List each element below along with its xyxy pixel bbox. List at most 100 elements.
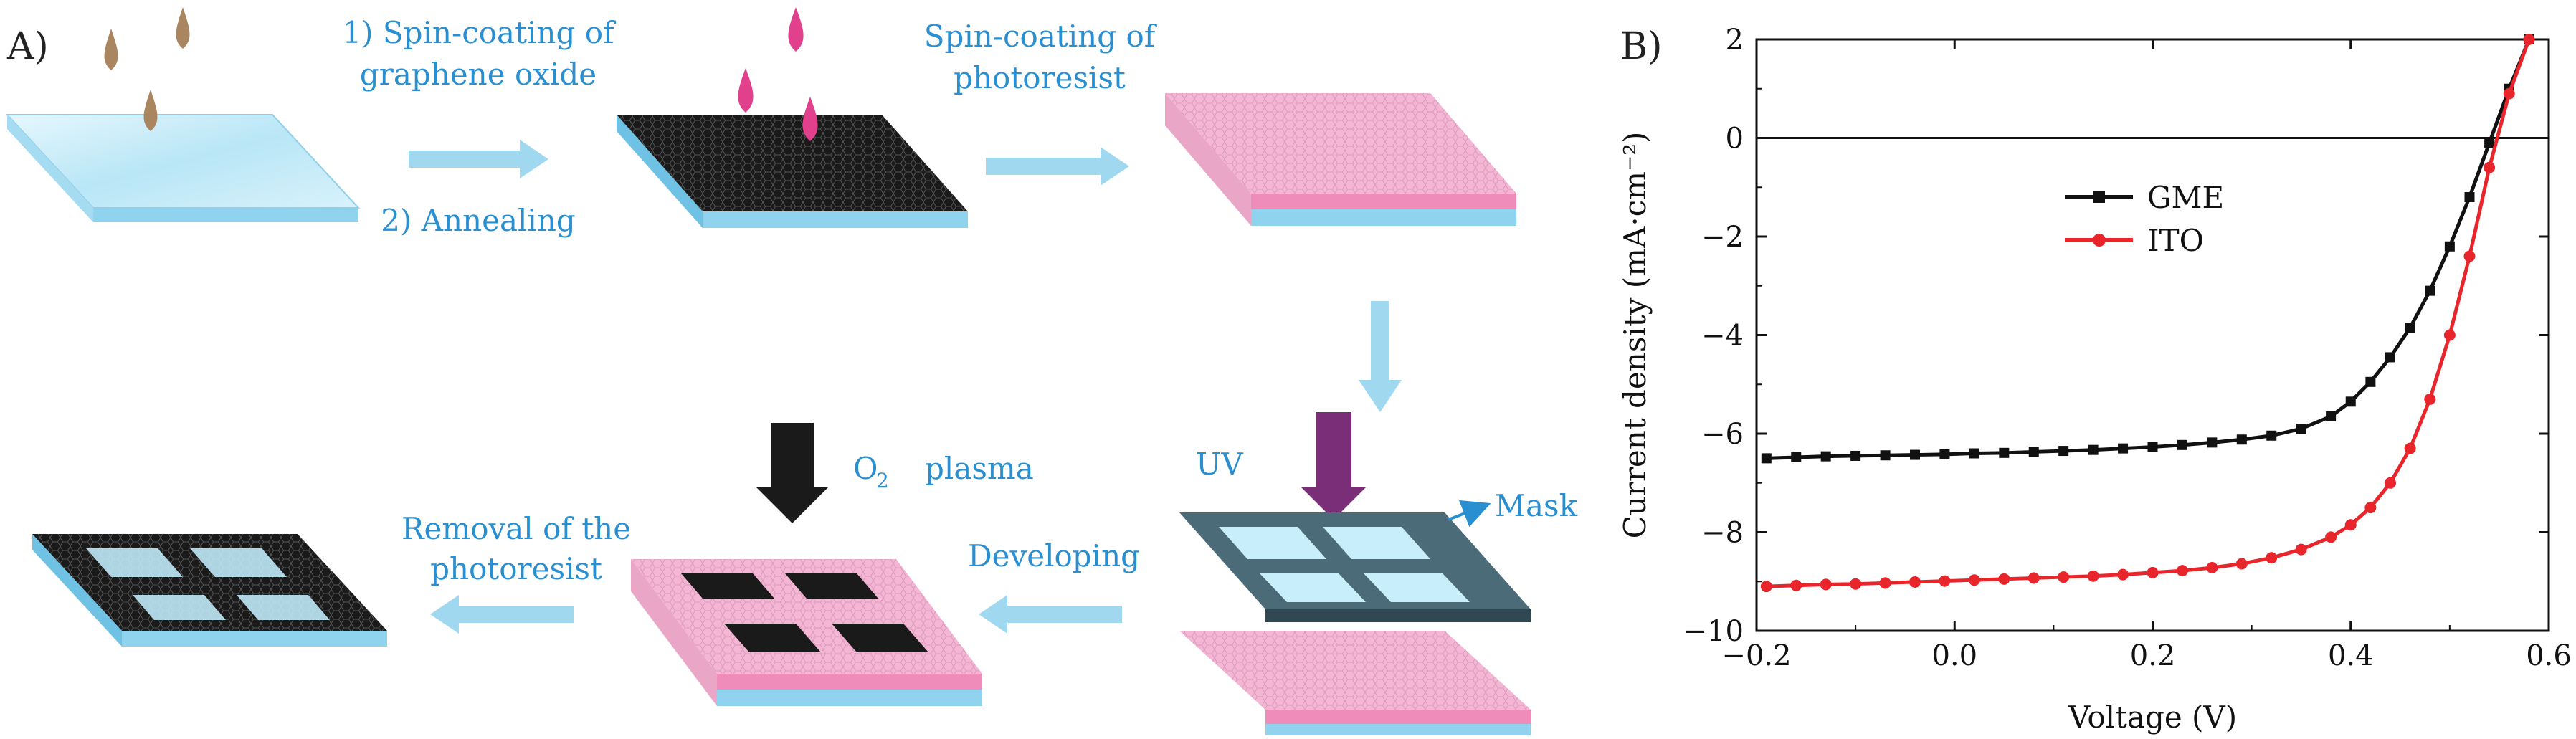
data-point-gme xyxy=(1999,447,2010,458)
data-point-gme xyxy=(2058,446,2069,457)
data-point-ito xyxy=(2176,565,2188,577)
substrate-photoresist xyxy=(1165,93,1516,226)
y-axis-label: Current density (mA·cm⁻²) xyxy=(1617,132,1653,539)
data-point-ito xyxy=(2463,250,2476,262)
data-point-ito xyxy=(1998,573,2010,585)
step1-line2: graphene oxide xyxy=(360,57,597,92)
data-point-ito xyxy=(1760,581,1772,593)
mask-label: Mask xyxy=(1495,488,1578,523)
data-point-gme xyxy=(1880,450,1891,461)
removal-line1: Removal of the xyxy=(401,511,631,546)
x-tick-label: −0.2 xyxy=(1721,639,1791,672)
y-tick-label: −8 xyxy=(1701,517,1744,550)
data-point-gme xyxy=(2444,241,2455,252)
data-point-gme xyxy=(1850,450,1861,461)
o2-label: O xyxy=(853,451,878,486)
data-point-gme xyxy=(2118,443,2129,454)
x-tick-label: 0.4 xyxy=(2328,639,2374,672)
substrate-glass xyxy=(5,114,361,222)
x-tick-label: 0.6 xyxy=(2526,639,2572,672)
data-point-ito xyxy=(2058,571,2070,583)
data-point-ito xyxy=(2295,543,2307,556)
removal-line2: photoresist xyxy=(430,551,602,586)
data-point-ito xyxy=(1909,576,1921,588)
data-point-gme xyxy=(2147,442,2158,452)
step1-line3: 2) Annealing xyxy=(381,203,576,238)
data-point-gme xyxy=(2425,285,2435,296)
o2-subscript: 2 xyxy=(876,469,889,492)
process-arrow-2 xyxy=(986,147,1129,186)
data-point-ito xyxy=(2235,558,2248,570)
data-point-gme xyxy=(2088,444,2099,455)
data-point-gme xyxy=(2405,323,2415,333)
legend-marker-gme xyxy=(2093,191,2105,203)
data-point-ito xyxy=(1820,578,1832,591)
data-point-gme xyxy=(1791,452,1802,462)
plasma-label: plasma xyxy=(925,451,1034,486)
data-point-ito xyxy=(1790,579,1802,591)
substrate-developed xyxy=(631,559,982,706)
data-point-gme xyxy=(2028,447,2039,457)
y-tick-label: −6 xyxy=(1701,418,1744,451)
data-point-ito xyxy=(1939,575,1951,587)
x-tick-label: 0.0 xyxy=(1931,639,1977,672)
data-point-ito xyxy=(2385,477,2396,489)
process-arrow-removal xyxy=(430,595,574,634)
data-point-ito xyxy=(2364,502,2377,514)
substrate-graphene xyxy=(617,115,968,228)
x-tick-label: 0.2 xyxy=(2130,639,2176,672)
brown-droplet-icon xyxy=(104,7,190,131)
series-line-ito xyxy=(1766,39,2531,588)
data-point-gme xyxy=(1820,451,1831,462)
data-point-ito xyxy=(1879,577,1891,589)
data-point-gme xyxy=(2266,430,2277,441)
panel-a-label: A) xyxy=(6,25,49,68)
data-point-gme xyxy=(2236,434,2247,445)
step1-line1: 1) Spin-coating of xyxy=(342,15,617,50)
data-point-gme xyxy=(2296,424,2306,434)
mask-pointer xyxy=(1448,500,1491,528)
data-point-gme xyxy=(2484,138,2495,148)
data-point-gme xyxy=(2207,437,2218,448)
mask-icon xyxy=(1179,512,1531,622)
panel-a: A) 1) Spin-coating of graphene oxide 2) … xyxy=(5,7,1578,735)
step2-line1: Spin-coating of xyxy=(924,19,1158,54)
data-point-ito xyxy=(2325,531,2337,543)
y-tick-label: −10 xyxy=(1683,615,1744,648)
legend-label-ito: ITO xyxy=(2147,223,2204,258)
x-axis-label: Voltage (V) xyxy=(2068,700,2237,735)
pink-droplet-icon xyxy=(738,7,818,141)
data-point-ito xyxy=(2484,161,2496,173)
data-point-ito xyxy=(2028,572,2040,584)
data-point-ito xyxy=(1968,574,1980,586)
data-point-gme xyxy=(2464,192,2475,202)
substrate-final-electrode xyxy=(32,534,387,647)
data-point-ito xyxy=(2117,568,2129,581)
data-point-ito xyxy=(2523,34,2535,45)
plot-frame xyxy=(1755,38,2550,632)
data-point-ito xyxy=(2266,552,2278,564)
data-point-gme xyxy=(1939,449,1950,459)
process-arrow-down xyxy=(1359,301,1402,412)
data-point-ito xyxy=(2087,570,2099,582)
data-point-gme xyxy=(2365,376,2376,387)
data-point-gme xyxy=(2345,396,2356,407)
data-point-ito xyxy=(2443,329,2456,341)
process-arrow-1 xyxy=(409,140,548,178)
data-point-ito xyxy=(2147,566,2159,578)
data-point-gme xyxy=(1761,453,1772,464)
data-point-gme xyxy=(1969,448,1979,459)
y-tick-label: 2 xyxy=(1726,24,1744,57)
data-point-ito xyxy=(2344,519,2357,531)
uv-arrow-icon xyxy=(1301,412,1366,520)
data-point-gme xyxy=(1910,449,1920,460)
data-point-ito xyxy=(2424,393,2436,405)
uv-label: UV xyxy=(1196,447,1243,482)
data-point-ito xyxy=(1850,578,1862,590)
y-tick-label: −2 xyxy=(1701,221,1744,254)
data-point-ito xyxy=(2206,562,2218,573)
panel-b-label: B) xyxy=(1620,25,1663,68)
